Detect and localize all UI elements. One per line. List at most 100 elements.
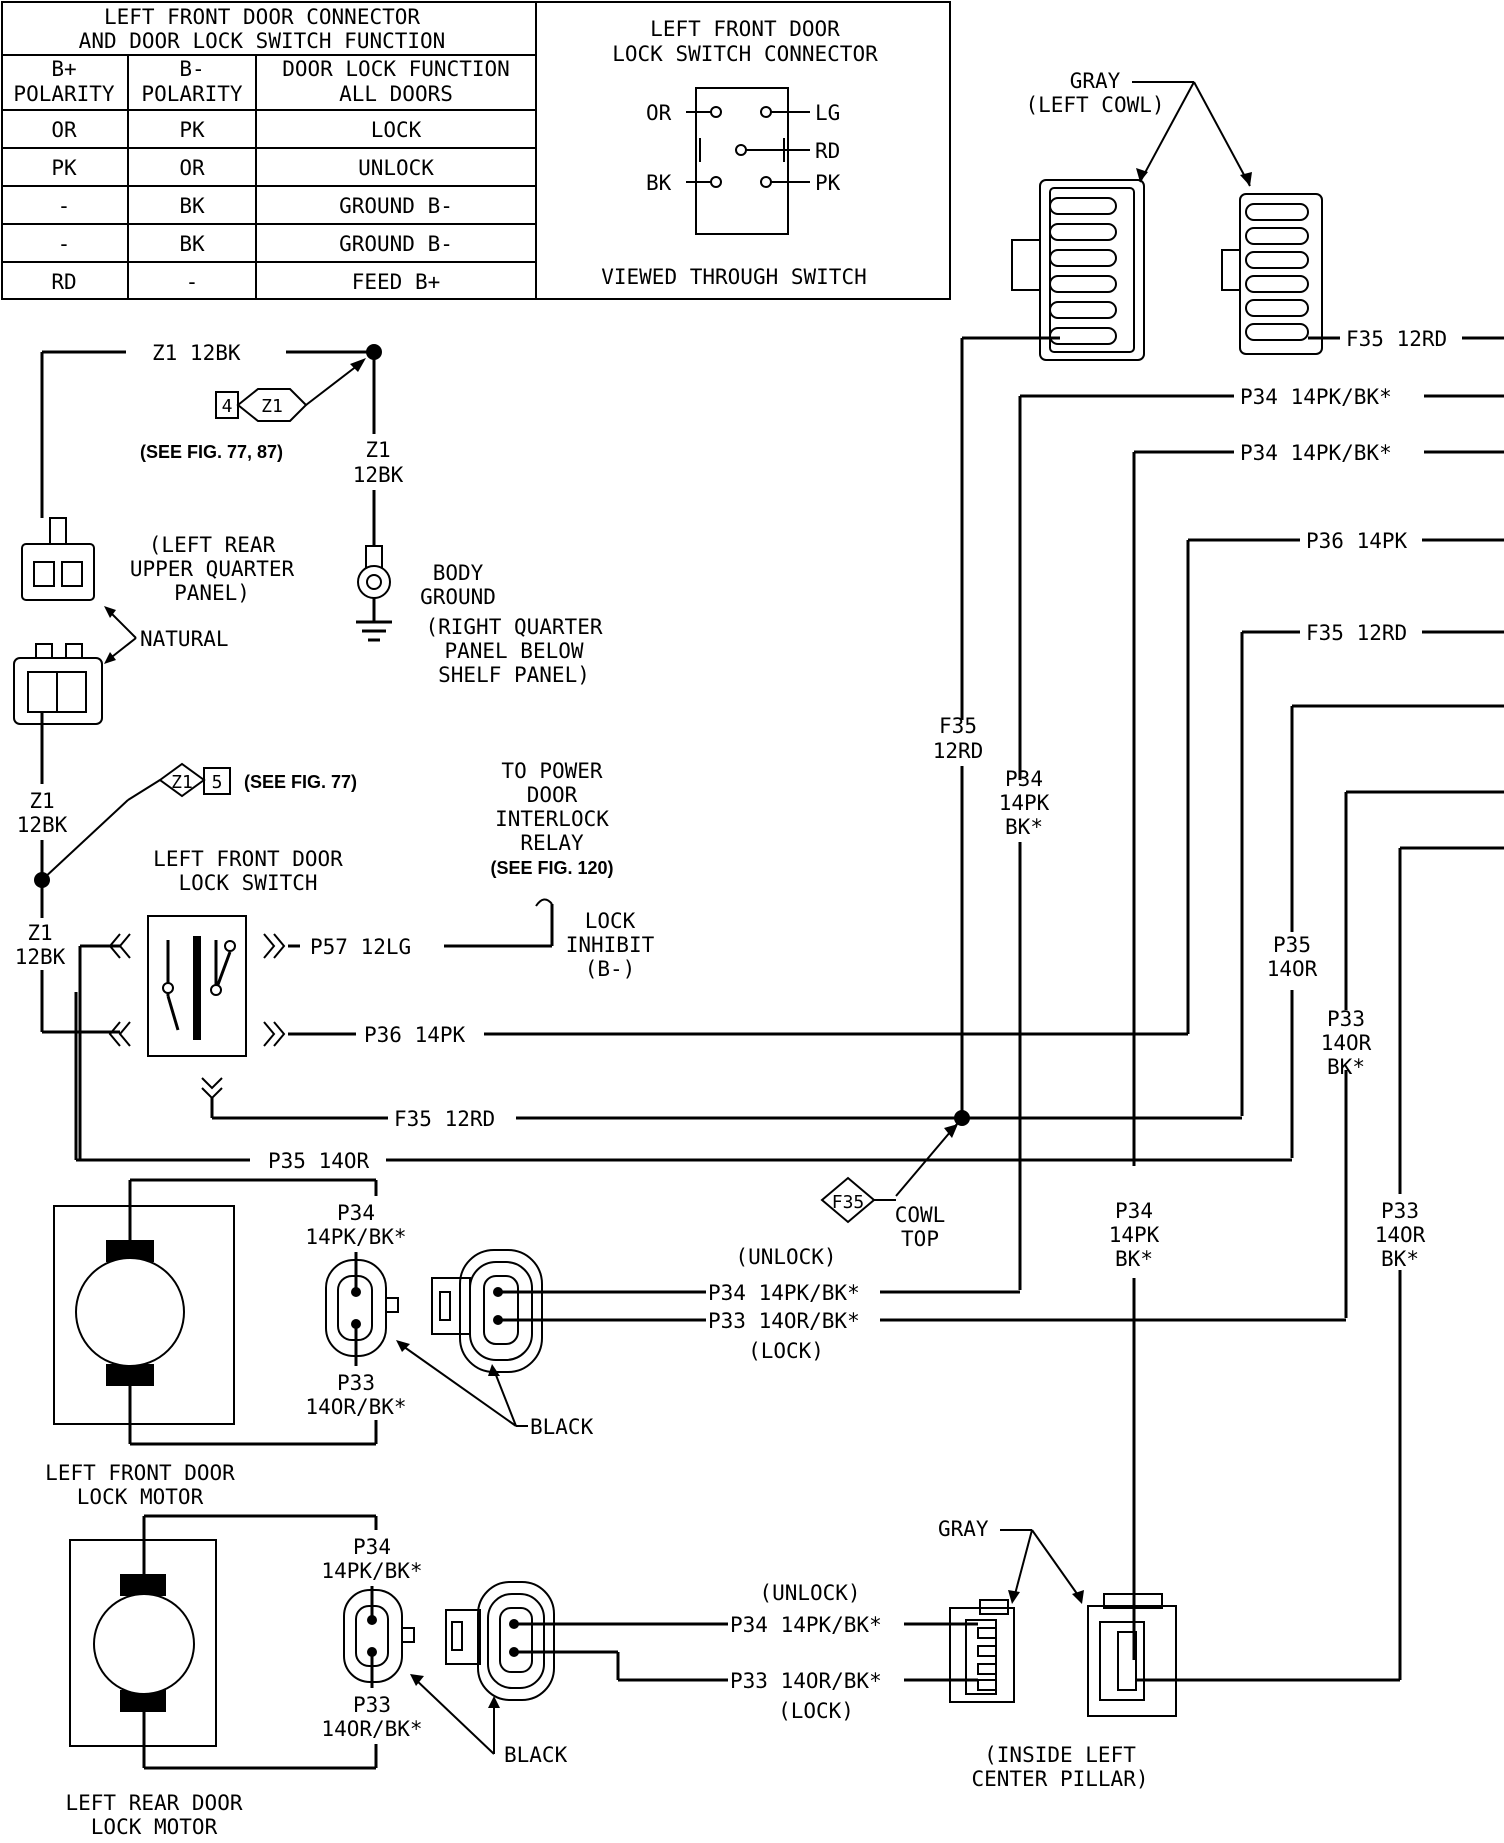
wire-p57: P57 12LG bbox=[310, 935, 411, 959]
wire-f35-vert-2: 12RD bbox=[933, 739, 984, 763]
switch-connector-view: LEFT FRONT DOOR LOCK SWITCH CONNECTOR OR… bbox=[601, 17, 878, 289]
lf-p33-wire: P33 14OR/BK* bbox=[708, 1309, 860, 1333]
table-header-1b: POLARITY bbox=[13, 82, 115, 106]
lf-switch-title-2: LOCK SWITCH bbox=[178, 871, 317, 895]
left-front-door-lock-switch: LEFT FRONT DOOR LOCK SWITCH bbox=[78, 847, 343, 1162]
table-header-3a: DOOR LOCK FUNCTION bbox=[282, 57, 510, 81]
to-power-door-3: INTERLOCK bbox=[495, 807, 609, 831]
wire-z1-left2-2: 12BK bbox=[15, 945, 66, 969]
switch-wires: P57 12LG TO POWER DOOR INTERLOCK RELAY (… bbox=[74, 759, 1292, 1251]
wire-z1-vert-2: 12BK bbox=[353, 463, 404, 487]
z1-tag-num: 4 bbox=[222, 396, 233, 417]
table-cell: GROUND B- bbox=[339, 194, 453, 218]
f35-tag: F35 bbox=[832, 1192, 865, 1213]
table-title-line2: AND DOOR LOCK SWITCH FUNCTION bbox=[79, 29, 446, 53]
unlock-label: (UNLOCK) bbox=[735, 1245, 836, 1269]
table-cell: - bbox=[58, 194, 71, 218]
ground-symbol-icon bbox=[356, 620, 392, 642]
pin-bk: BK bbox=[646, 171, 672, 195]
z1-tag-2: Z1 bbox=[171, 772, 193, 793]
lf-motor-title-2: LOCK MOTOR bbox=[77, 1485, 204, 1509]
pillar-label-1: (INSIDE LEFT bbox=[984, 1743, 1136, 1767]
table-cell: FEED B+ bbox=[352, 270, 441, 294]
wire-p34-vert2-2: 14PK bbox=[1109, 1223, 1160, 1247]
wire-p33-vert2-2: 14OR bbox=[1375, 1223, 1426, 1247]
lf-switch-title-1: LEFT FRONT DOOR bbox=[153, 847, 343, 871]
lock-label: (LOCK) bbox=[748, 1339, 824, 1363]
to-power-door-4: RELAY bbox=[520, 831, 584, 855]
table-cell: GROUND B- bbox=[339, 232, 453, 256]
wire-p33-vert-1: P33 bbox=[1327, 1007, 1365, 1031]
ground-stud-icon bbox=[357, 565, 391, 599]
table-cell: OR bbox=[51, 118, 77, 142]
black-label-2: BLACK bbox=[504, 1743, 568, 1767]
see-fig-77-87: (SEE FIG. 77, 87) bbox=[140, 442, 283, 462]
wire-f35-right: F35 12RD bbox=[1306, 621, 1407, 645]
lr-motor-p34-1: P34 bbox=[353, 1535, 391, 1559]
wire-p33-vert-2: 14OR bbox=[1321, 1031, 1372, 1055]
lf-motor-p34-2: 14PK/BK* bbox=[305, 1225, 406, 1249]
wire-p34-vert2-3: BK* bbox=[1115, 1247, 1153, 1271]
left-rear-quarter-2: UPPER QUARTER bbox=[130, 557, 295, 581]
to-power-door-2: DOOR bbox=[527, 783, 578, 807]
table-cell: LOCK bbox=[371, 118, 422, 142]
wire-p34-vert-3: BK* bbox=[1005, 815, 1043, 839]
connector-function-table: LEFT FRONT DOOR CONNECTOR AND DOOR LOCK … bbox=[1, 1, 951, 300]
lf-p34-wire: P34 14PK/BK* bbox=[708, 1281, 860, 1305]
cowl-location-label: (LEFT COWL) bbox=[1025, 93, 1164, 117]
right-quarter-1: (RIGHT QUARTER bbox=[425, 615, 602, 639]
unlock-label-2: (UNLOCK) bbox=[759, 1581, 860, 1605]
black-label: BLACK bbox=[530, 1415, 594, 1439]
see-fig-77: (SEE FIG. 77) bbox=[244, 772, 357, 792]
natural-label: NATURAL bbox=[140, 627, 229, 651]
center-pillar-connectors: GRAY (INSIDE LEFT CENTER PILLAR) bbox=[938, 1517, 1400, 1791]
left-front-door-lock-motor: LEFT FRONT DOOR LOCK MOTOR P34 14PK/BK* … bbox=[45, 1178, 1346, 1509]
table-header-1a: B+ bbox=[51, 57, 76, 81]
pillar-label-2: CENTER PILLAR) bbox=[971, 1767, 1148, 1791]
wire-p34-a: P34 14PK/BK* bbox=[1240, 385, 1392, 409]
lr-motor-title-2: LOCK MOTOR bbox=[91, 1815, 218, 1838]
table-cell: BK bbox=[179, 232, 205, 256]
see-fig-120: (SEE FIG. 120) bbox=[490, 858, 613, 878]
right-quarter-3: SHELF PANEL) bbox=[438, 663, 590, 687]
table-cell: BK bbox=[179, 194, 205, 218]
wire-p34-vert-1: P34 bbox=[1005, 767, 1043, 791]
table-cell: RD bbox=[51, 270, 76, 294]
wire-p34-vert2-1: P34 bbox=[1115, 1199, 1153, 1223]
lock-inhibit-2: INHIBIT bbox=[566, 933, 655, 957]
right-quarter-2: PANEL BELOW bbox=[444, 639, 583, 663]
lr-motor-p34-2: 14PK/BK* bbox=[321, 1559, 422, 1583]
table-cell: - bbox=[58, 232, 71, 256]
cowl-top-1: COWL bbox=[895, 1203, 946, 1227]
table-cell: UNLOCK bbox=[358, 156, 434, 180]
wire-f35-mid: F35 12RD bbox=[394, 1107, 495, 1131]
gray-pillar-label: GRAY bbox=[938, 1517, 989, 1541]
pin-or: OR bbox=[646, 101, 672, 125]
left-rear-quarter-1: (LEFT REAR bbox=[149, 533, 276, 557]
lr-motor-p33-2: 14OR/BK* bbox=[321, 1717, 422, 1741]
wire-p36-mid: P36 14PK bbox=[364, 1023, 466, 1047]
lock-inhibit-1: LOCK bbox=[585, 909, 636, 933]
table-header-2a: B- bbox=[179, 57, 204, 81]
wire-p35-mid: P35 14OR bbox=[268, 1149, 370, 1173]
switch-connector-title2: LOCK SWITCH CONNECTOR bbox=[612, 42, 878, 66]
lf-motor-title-1: LEFT FRONT DOOR bbox=[45, 1461, 235, 1485]
wire-z1-top: Z1 12BK bbox=[152, 341, 241, 365]
wire-z1-left2-1: Z1 bbox=[27, 921, 52, 945]
table-cell: PK bbox=[51, 156, 77, 180]
wire-p36-right: P36 14PK bbox=[1306, 529, 1408, 553]
wire-z1-left-1: Z1 bbox=[29, 789, 54, 813]
z1-tag2-num: 5 bbox=[212, 772, 223, 793]
to-power-door-1: TO POWER bbox=[501, 759, 603, 783]
lf-motor-p33-1: P33 bbox=[337, 1371, 375, 1395]
table-header-3b: ALL DOORS bbox=[339, 82, 453, 106]
wire-z1-left-2: 12BK bbox=[17, 813, 68, 837]
lock-inhibit-3: (B-) bbox=[585, 957, 636, 981]
wire-p33-vert2-3: BK* bbox=[1381, 1247, 1419, 1271]
lf-motor-p34-1: P34 bbox=[337, 1201, 375, 1225]
cowl-gray-label: GRAY bbox=[1070, 69, 1121, 93]
lock-label-2: (LOCK) bbox=[778, 1699, 854, 1723]
wire-p35-vert-2: 14OR bbox=[1267, 957, 1318, 981]
left-rear-quarter-3: PANEL) bbox=[174, 581, 250, 605]
